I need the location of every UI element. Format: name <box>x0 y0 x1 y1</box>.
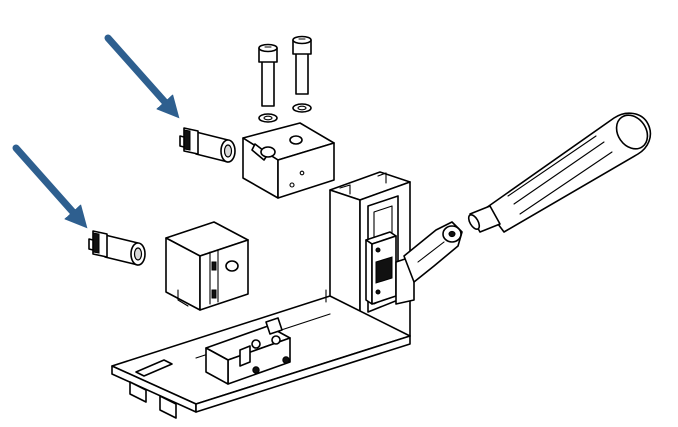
cap-screw-right <box>292 35 312 95</box>
carriage <box>365 231 415 305</box>
clamp-block-top <box>242 122 335 199</box>
upper-arrow <box>104 34 180 119</box>
rail-clamp <box>205 317 291 385</box>
washers <box>258 103 312 123</box>
handle <box>467 112 652 233</box>
lower-arrow <box>12 144 88 229</box>
upper-adapter <box>179 127 236 163</box>
cap-screws <box>258 35 312 123</box>
cam-lever <box>403 221 463 283</box>
vise-block <box>165 221 249 311</box>
cap-screw-left <box>258 43 278 107</box>
lower-adapter <box>88 230 146 266</box>
callout-arrows <box>12 34 180 229</box>
